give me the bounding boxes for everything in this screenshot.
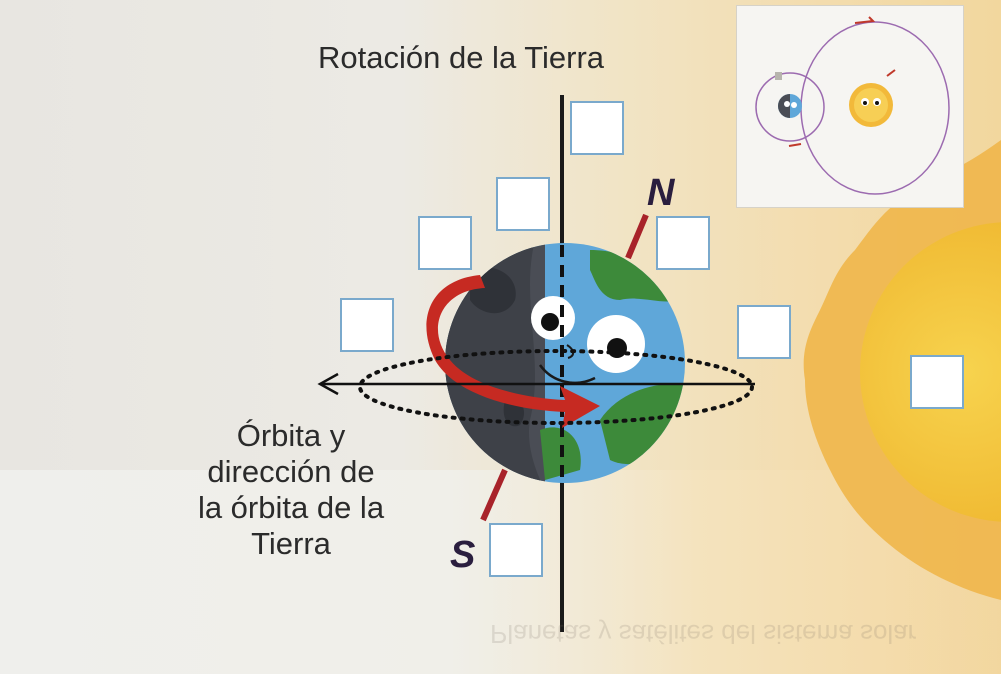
orbit-label-line: la órbita de la [197, 490, 385, 525]
orbit-label-line: Tierra [251, 526, 331, 561]
answer-box-5[interactable] [340, 298, 394, 352]
answer-box-2[interactable] [496, 177, 550, 231]
inset-earth-orbit [755, 72, 825, 142]
orbit-label-line: dirección de [207, 454, 375, 489]
tilted-axis-north [625, 213, 649, 260]
inset-arrow-icon [788, 143, 802, 147]
mirrored-text: Planetas y satélites del sistema solar [490, 619, 917, 649]
inset-arrow-icon [886, 69, 896, 77]
rotation-arrow-icon [426, 275, 600, 428]
answer-box-3[interactable] [418, 216, 472, 270]
inset-moon-icon [775, 72, 782, 80]
sun-icon [803, 140, 1001, 600]
diagram-title: Rotación de la Tierra [318, 40, 605, 75]
inset-diagram [736, 5, 964, 208]
orbit-path [358, 349, 754, 425]
answer-box-4[interactable] [656, 216, 710, 270]
inset-arrow-icon [854, 16, 876, 24]
answer-box-7[interactable] [489, 523, 543, 577]
answer-box-sun[interactable] [910, 355, 964, 409]
tilted-axis-south [480, 468, 508, 522]
inset-sun-icon [849, 83, 893, 127]
orbit-label: Órbita y dirección de la órbita de la Ti… [160, 418, 422, 562]
north-pole-label: N [647, 172, 676, 214]
inset-canvas [755, 16, 950, 195]
south-pole-label: S [450, 534, 475, 576]
inset-earth-icon [778, 94, 802, 118]
orbit-arrow-icon [317, 372, 755, 396]
answer-box-1[interactable] [570, 101, 624, 155]
orbit-label-line: Órbita y [236, 418, 346, 453]
answer-box-6[interactable] [737, 305, 791, 359]
